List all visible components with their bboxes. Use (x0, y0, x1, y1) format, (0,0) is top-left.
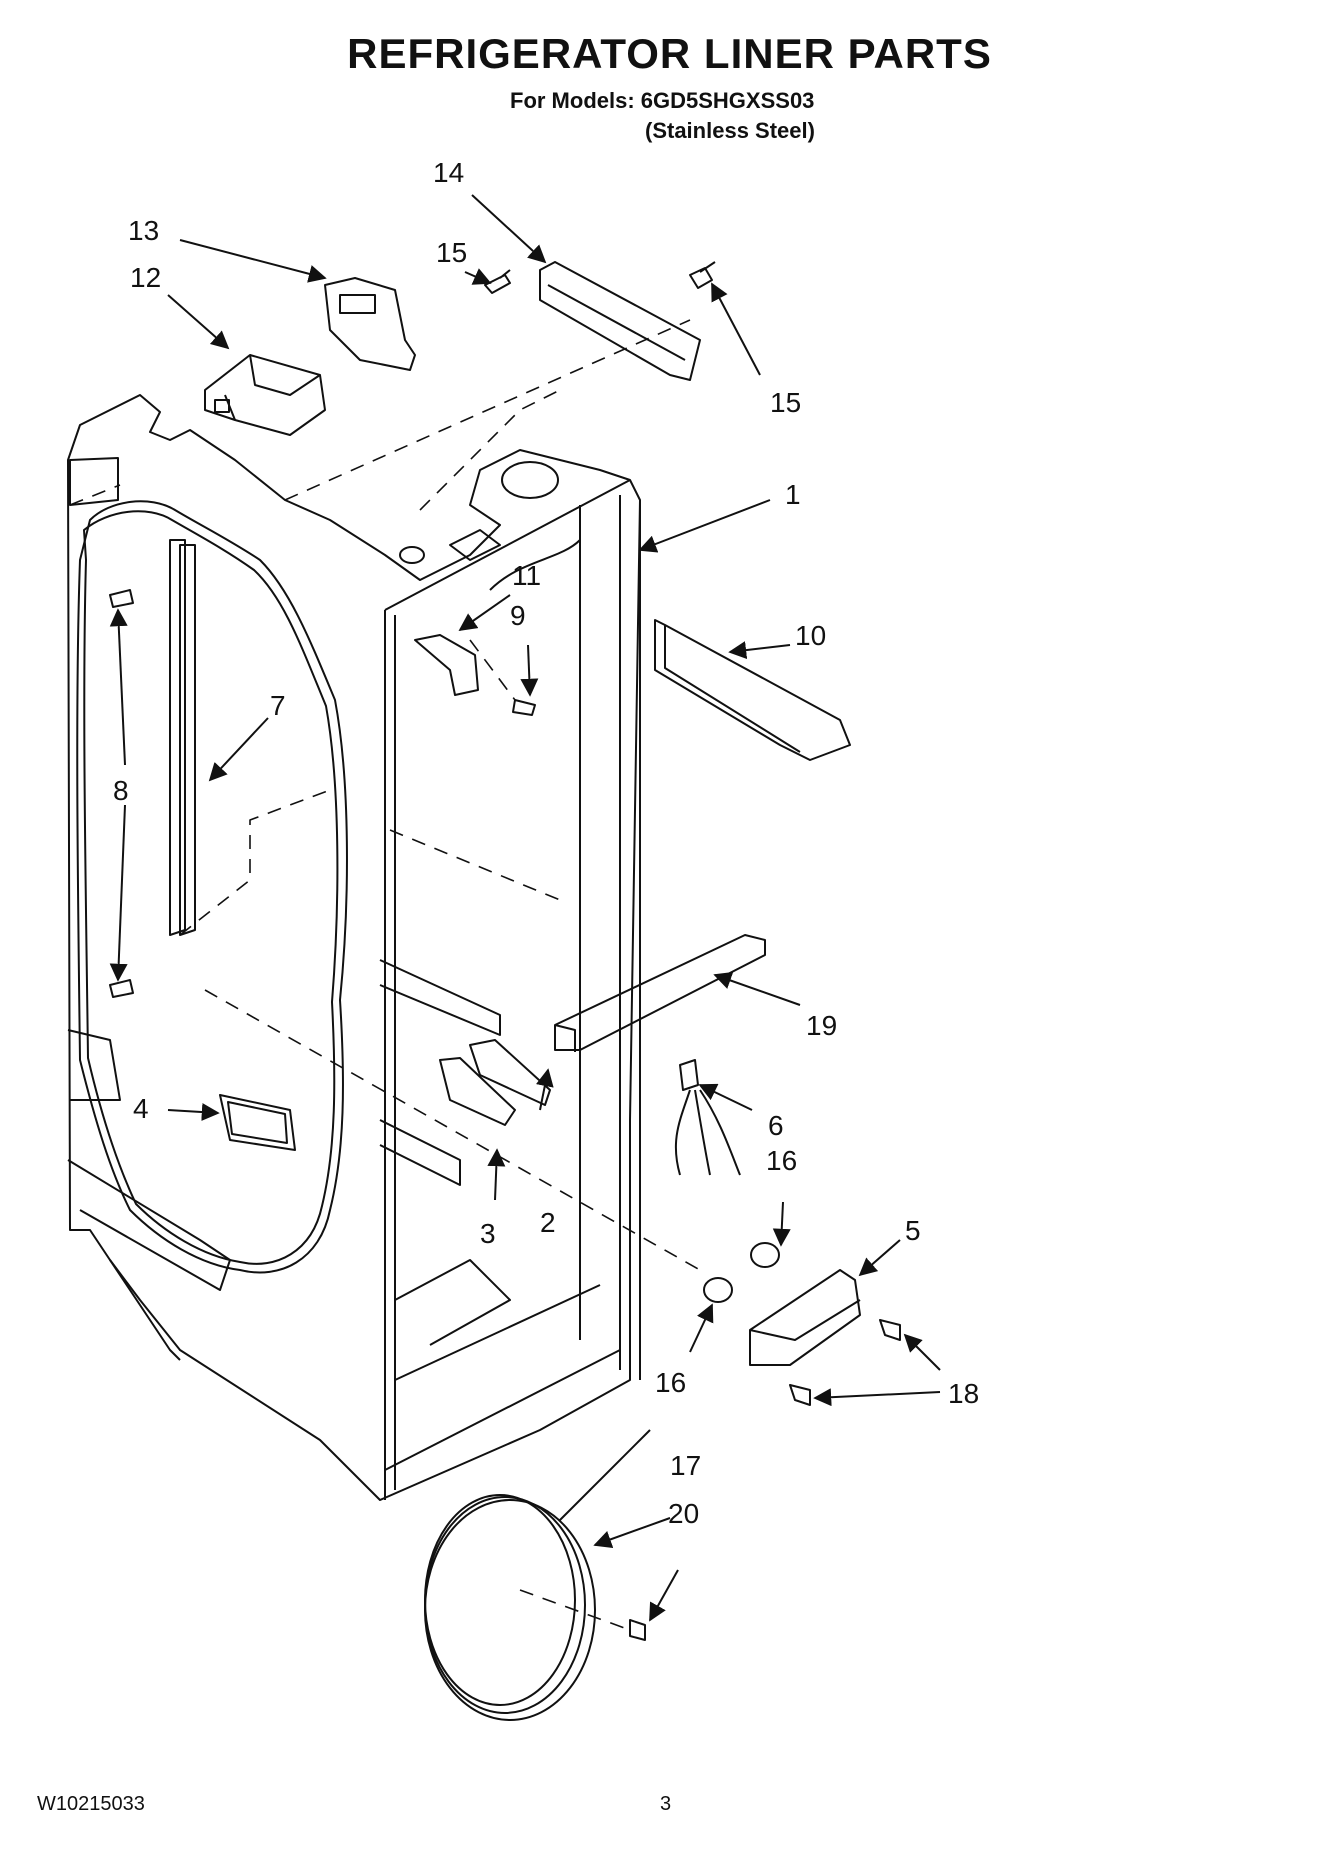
part-5-module (749, 1269, 861, 1366)
part-4-light (219, 1094, 296, 1151)
finish-line: (Stainless Steel) (645, 118, 815, 143)
callout-14: 14 (433, 157, 464, 188)
liner-shell (67, 394, 641, 1501)
callout-16-bottom: 16 (655, 1367, 686, 1398)
part-2-bracket (469, 1039, 551, 1106)
callout-15-top: 15 (436, 237, 467, 268)
part-15-screw-b (689, 261, 716, 289)
part-16-plug-b (703, 1277, 733, 1303)
callout-12: 12 (130, 262, 161, 293)
callout-9: 9 (510, 600, 526, 631)
part-8-screw-top (109, 589, 134, 608)
callout-2: 2 (540, 1207, 556, 1238)
models-line: For Models: 6GD5SHGXSS03 (510, 88, 815, 113)
part-13-cover (324, 277, 416, 371)
callout-1: 1 (785, 479, 801, 510)
callout-16-top: 16 (766, 1145, 797, 1176)
part-3-bracket (439, 1057, 516, 1126)
callout-15-right: 15 (770, 387, 801, 418)
part-17-tubing (424, 1429, 651, 1721)
part-11-bracket (414, 634, 479, 696)
callout-20: 20 (668, 1498, 699, 1529)
part-16-plug-a (750, 1242, 780, 1268)
callout-6: 6 (768, 1110, 784, 1141)
callout-8: 8 (113, 775, 129, 806)
part-6-harness (674, 1059, 741, 1176)
callout-19: 19 (806, 1010, 837, 1041)
part-10-trough (654, 619, 851, 761)
callout-4: 4 (133, 1093, 149, 1124)
page-number: 3 (660, 1793, 672, 1815)
callout-7: 7 (270, 690, 286, 721)
callout-13: 13 (128, 215, 159, 246)
part-8-screw-bottom (109, 979, 134, 998)
callout-17: 17 (670, 1450, 701, 1481)
part-7-rail (169, 539, 186, 936)
callout-18: 18 (948, 1378, 979, 1409)
part-18-screw-b (789, 1384, 811, 1406)
part-12-housing (204, 354, 326, 436)
part-19-rail (554, 934, 766, 1052)
part-20-screw (629, 1619, 646, 1641)
callout-10: 10 (795, 620, 826, 651)
part-15-screw-a (484, 269, 511, 294)
page-title: REFRIGERATOR LINER PARTS (347, 30, 992, 77)
part-14-strip (539, 261, 701, 381)
part-18-screw-a (879, 1319, 901, 1341)
callout-3: 3 (480, 1218, 496, 1249)
part-9-screw (512, 699, 536, 716)
callout-11: 11 (512, 560, 541, 591)
callout-5: 5 (905, 1215, 921, 1246)
document-code: W10215033 (37, 1793, 145, 1815)
